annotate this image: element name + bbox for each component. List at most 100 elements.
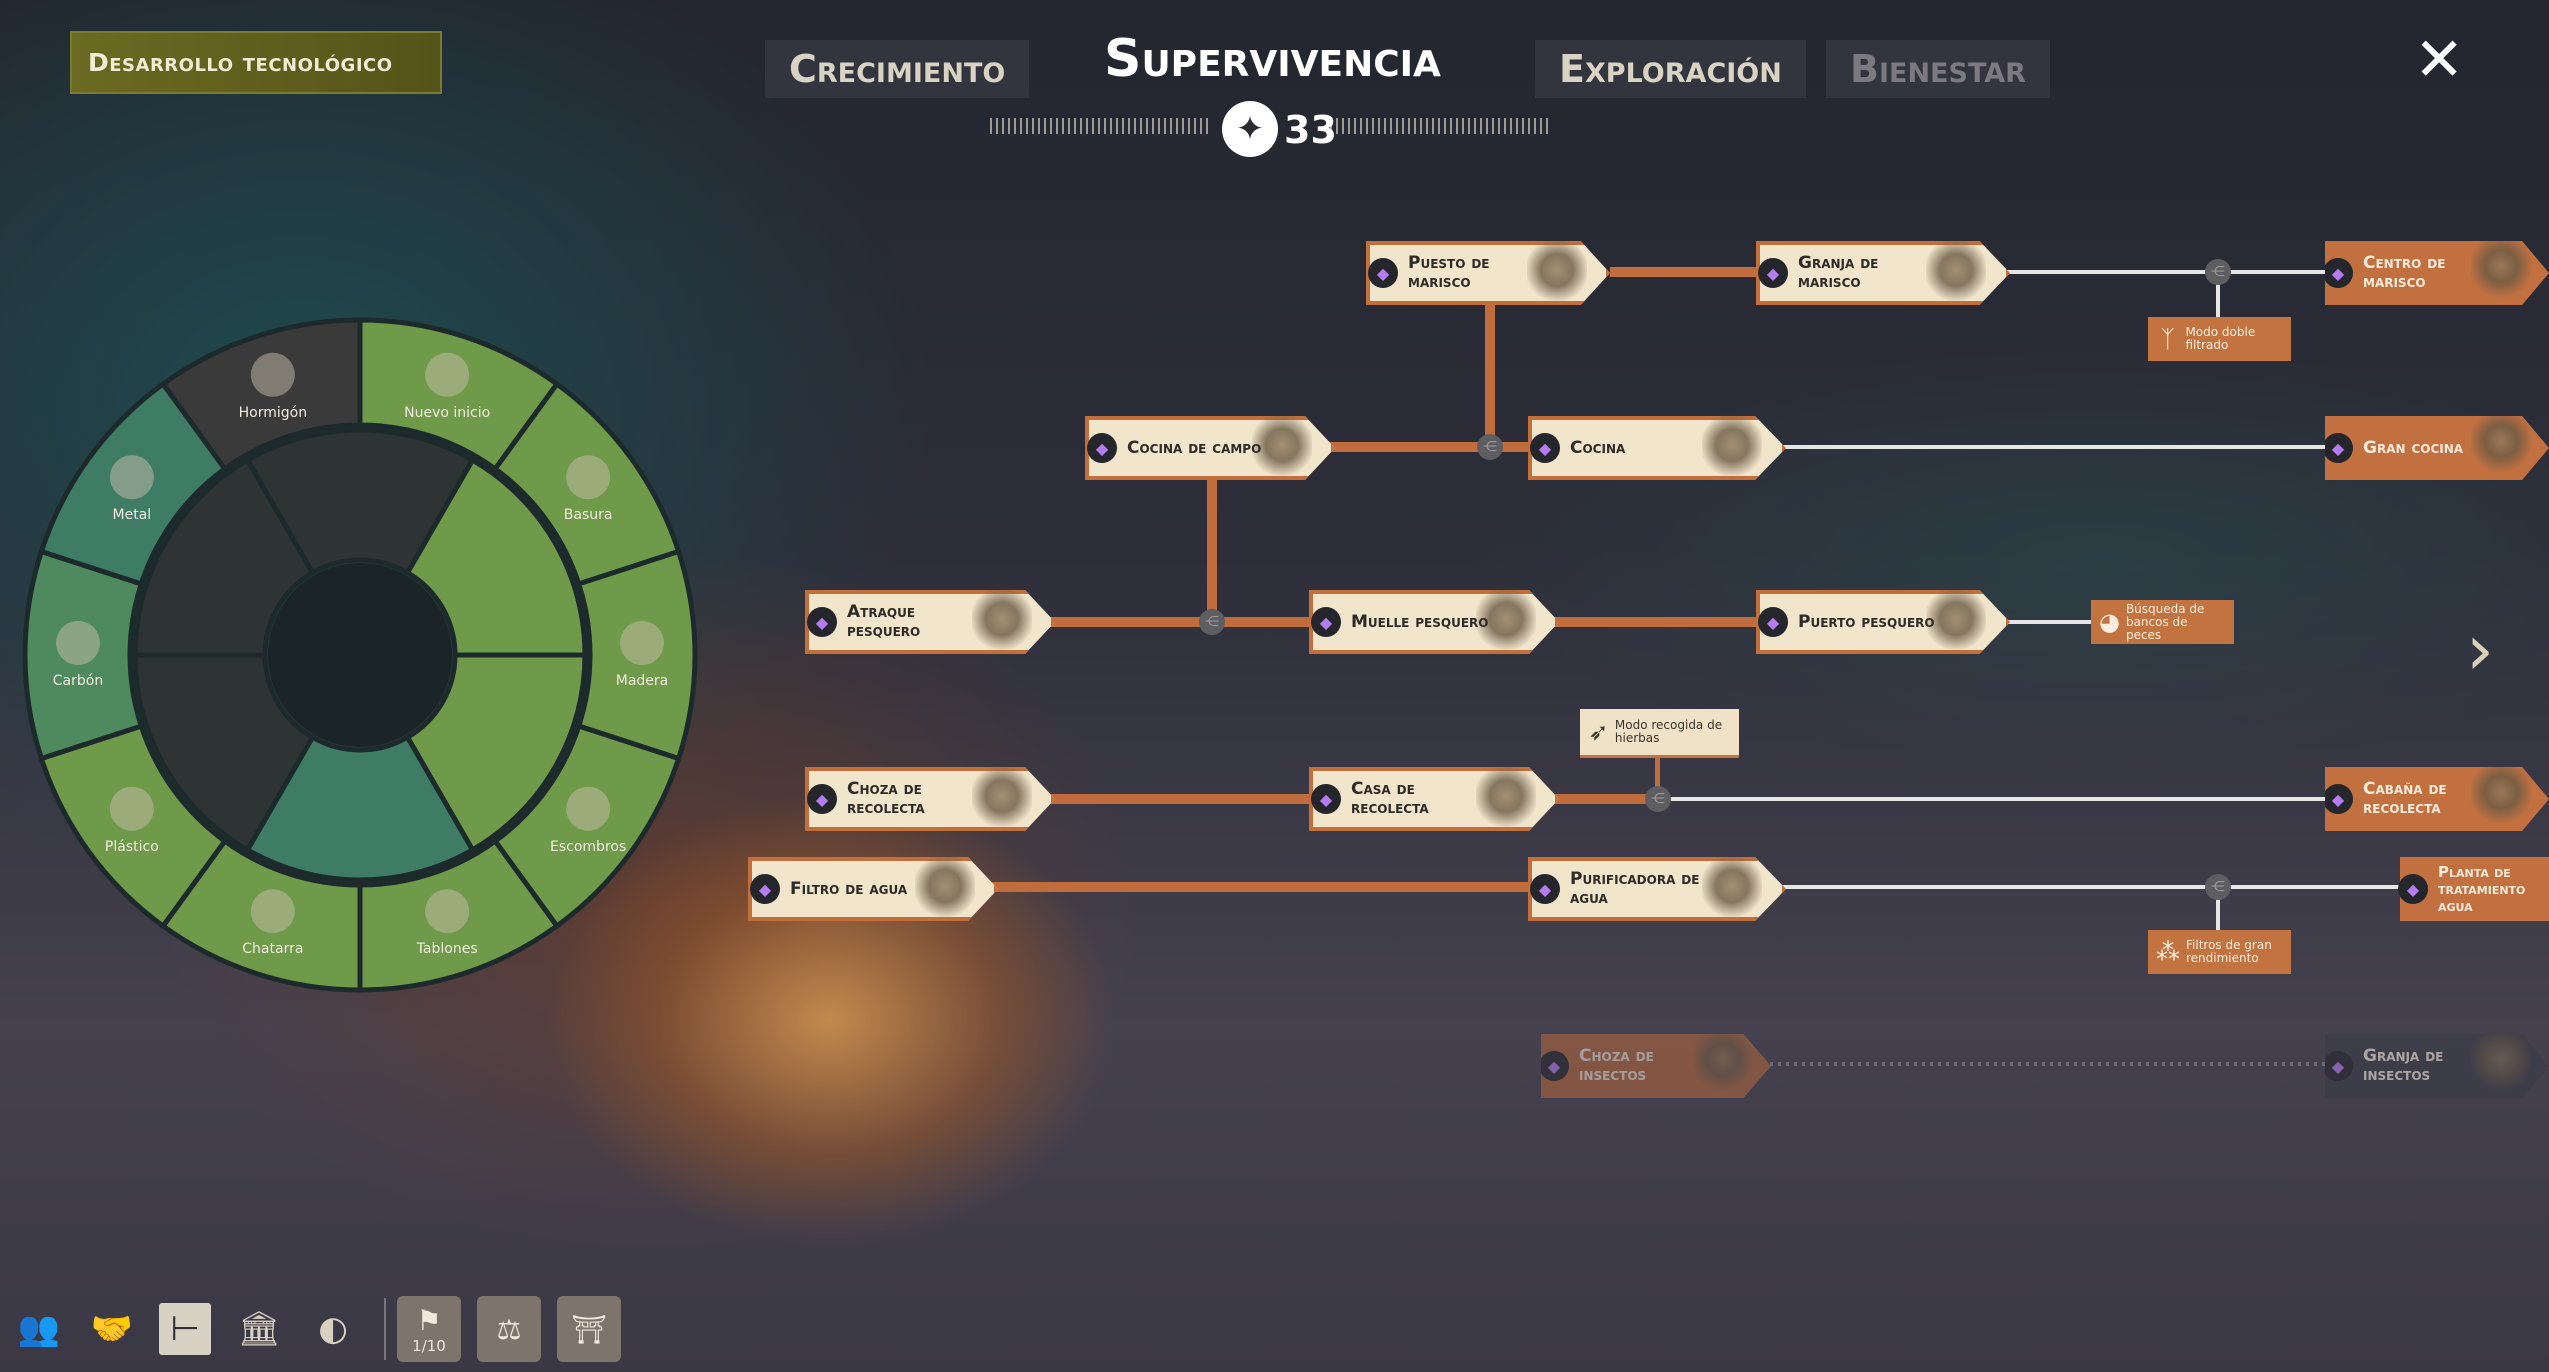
tech-node-granja-de-marisco[interactable]: ◆Granja de marisco [1756, 241, 2010, 305]
progress-bar-right [1330, 118, 1552, 134]
tab-bienestar[interactable]: Bienestar [1826, 40, 2050, 98]
resource-label: Plástico [105, 839, 159, 855]
resource-cost-icon: ◆ [1758, 258, 1788, 288]
junction-icon: ⋲ [1199, 609, 1225, 635]
tech-node-cabaña-de-recolecta[interactable]: ◆ Cabaña de recolecta [2325, 767, 2549, 831]
inner-segment-0[interactable] [244, 427, 476, 577]
tech-node-purificadora-de-agua[interactable]: ◆Purificadora de agua [1528, 857, 1786, 921]
tech-node-choza-de-insectos[interactable]: ◆ Choza de insectos [1541, 1034, 1771, 1098]
resource-icon [56, 621, 100, 665]
tech-node-label: Gran cocina [2363, 437, 2464, 458]
tech-node-cocina[interactable]: ◆ Cocina [1528, 416, 1786, 480]
resource-label: Basura [564, 507, 613, 523]
herb-icon: ➶ [1588, 717, 1609, 746]
tech-node-label: Casa de recolecta [1351, 779, 1429, 818]
inner-segment-4[interactable] [132, 652, 316, 854]
inner-segment-5[interactable] [132, 456, 316, 658]
inner-segment-3[interactable] [244, 733, 476, 883]
tech-node-choza-de-recolecta[interactable]: ◆Choza de recolecta [805, 767, 1055, 831]
inner-segment-2[interactable] [404, 652, 588, 854]
tech-node-casa-de-recolecta[interactable]: ◆ Casa de recolecta [1309, 767, 1559, 831]
tech-development-button[interactable]: Desarrollo tecnológico [70, 31, 442, 94]
tech-node-label: Planta de tratamiento agua [2438, 862, 2526, 915]
resource-label: Hormigón [239, 405, 307, 421]
building-illustration-icon [1926, 241, 1987, 305]
next-page-chevron-icon[interactable]: › [2466, 609, 2494, 691]
building-illustration-icon [2471, 767, 2532, 827]
building-illustration-icon [2471, 1034, 2532, 1094]
resource-label: Chatarra [242, 941, 303, 957]
upgrade-filtros-de-gran-rendimiento[interactable]: ⁂Filtros de gran rendimiento [2148, 930, 2291, 974]
tech-node-muelle-pesquero[interactable]: ◆Muelle pesquero [1309, 590, 1559, 654]
connector-dotted [1770, 1062, 2325, 1066]
resource-label: Nuevo inicio [404, 405, 490, 421]
connector [2216, 887, 2220, 930]
connector [1485, 300, 1495, 447]
connector [2005, 270, 2325, 274]
filter-dots-icon: ⁂ [2156, 937, 2180, 966]
junction-icon: ⋲ [2205, 259, 2231, 285]
handshake-icon[interactable]: 🤝 [90, 1309, 134, 1349]
quests-button[interactable]: ⚑1/10 [397, 1296, 461, 1362]
connector [2005, 620, 2091, 624]
inner-segment-1[interactable] [404, 456, 588, 658]
junction-icon: ⋲ [2205, 874, 2231, 900]
building-illustration-icon [1692, 1034, 1753, 1094]
resource-label: Carbón [53, 673, 103, 689]
tech-node-granja-de-insectos[interactable]: ◆Granja de insectos [2325, 1034, 2549, 1098]
resource-cost-icon: ◆ [1530, 874, 1560, 904]
tech-node-label: Cabaña de recolecta [2363, 779, 2447, 818]
tech-node-gran-cocina[interactable]: ◆Gran cocina [2325, 416, 2549, 480]
resource-cost-icon: ◆ [1368, 258, 1398, 288]
close-button[interactable]: ✕ [2414, 25, 2465, 95]
upgrade-label: Filtros de gran rendimiento [2186, 938, 2272, 965]
tech-tree-icon[interactable]: ⊢ [159, 1303, 211, 1355]
tech-node-atraque-pesquero[interactable]: ◆Atraque pesquero [805, 590, 1055, 654]
tab-exploracion[interactable]: Exploración [1535, 40, 1806, 98]
upgrade-modo-recogida-de-hierbas[interactable]: ➶Modo recogida de hierbas [1580, 709, 1739, 758]
tech-node-label: Cocina de campo [1127, 437, 1262, 458]
resource-label: Madera [616, 673, 669, 689]
building-illustration-icon [1475, 590, 1536, 654]
resource-cost-icon: ◆ [2325, 258, 2353, 288]
institution-icon[interactable]: 🏛 [237, 1309, 281, 1349]
tech-node-planta-de-tratamiento-agua[interactable]: ◆Planta de tratamiento agua [2398, 857, 2549, 921]
monument-icon: ⛩ [571, 1312, 607, 1346]
tech-node-label: Puerto pesquero [1798, 611, 1935, 632]
connector [985, 882, 1528, 892]
tech-node-filtro-de-agua[interactable]: ◆Filtro de agua [748, 857, 998, 921]
resource-icon [250, 352, 295, 397]
resource-icon [250, 889, 295, 934]
resource-cost-icon: ◆ [2325, 784, 2353, 814]
resource-cost-icon: ◆ [1311, 784, 1341, 814]
connector [1207, 470, 1217, 622]
building-illustration-icon [2471, 416, 2532, 476]
monument-button[interactable]: ⛩ [557, 1296, 621, 1362]
filter-icon: ᛉ [2160, 324, 2175, 353]
laws-button[interactable]: ⚖ [477, 1296, 541, 1362]
building-illustration-icon [2471, 241, 2532, 301]
tab-crecimiento[interactable]: Crecimiento [765, 40, 1030, 98]
connector [1655, 758, 1660, 798]
resource-icon [566, 786, 611, 831]
tech-node-puesto-de-marisco[interactable]: ◆Puesto de marisco [1366, 241, 1610, 305]
tech-node-puerto-pesquero[interactable]: ◆ Puerto pesquero [1756, 590, 2010, 654]
progress-bar-left [990, 118, 1212, 134]
population-icon[interactable]: 👥 [17, 1309, 61, 1349]
resource-cost-icon: ◆ [1087, 433, 1117, 463]
tech-node-cocina-de-campo[interactable]: ◆ Cocina de campo [1085, 416, 1335, 480]
connector [2216, 272, 2220, 317]
tech-node-label: Cocina [1570, 437, 1626, 458]
resources-icon[interactable]: ◐ [318, 1309, 348, 1349]
upgrade-búsqueda-de-bancos-de-peces[interactable]: ◕Búsqueda de bancos de peces [2091, 600, 2234, 644]
resource-label: Tablones [416, 941, 478, 957]
tech-node-label: Choza de insectos [1579, 1046, 1654, 1085]
resource-cost-icon: ◆ [1530, 433, 1560, 463]
resource-cost-icon: ◆ [1758, 607, 1788, 637]
resource-cost-icon: ◆ [750, 874, 780, 904]
tab-supervivencia[interactable]: Supervivencia [1104, 29, 1441, 89]
tech-node-centro-de-marisco[interactable]: ◆Centro de marisco [2325, 241, 2549, 305]
connector [1040, 617, 1309, 627]
resource-cost-icon: ◆ [1541, 1051, 1569, 1081]
